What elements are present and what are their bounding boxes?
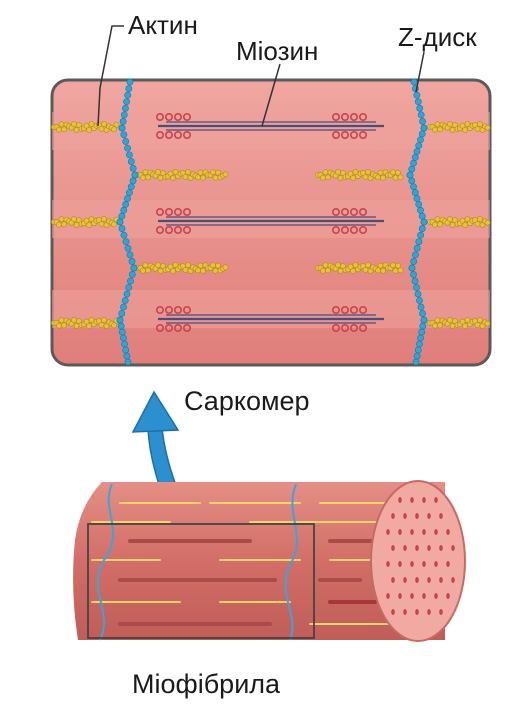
cross-section-dot xyxy=(398,497,402,503)
zdisk-leader xyxy=(415,51,425,93)
actin-filaments xyxy=(51,121,491,329)
z-disks xyxy=(116,78,428,366)
cross-section-dot xyxy=(439,577,443,583)
cross-section-dot xyxy=(403,577,407,583)
cross-section-dot xyxy=(451,545,455,551)
cross-section-dot xyxy=(415,609,419,615)
cross-section-dot xyxy=(391,545,395,551)
cross-section-dot xyxy=(434,497,438,503)
cross-section-dot xyxy=(422,593,426,599)
actin-filament xyxy=(51,121,120,133)
actin-label: Актин xyxy=(128,10,198,40)
cross-section-dot xyxy=(410,497,414,503)
cross-section-dot xyxy=(386,561,390,567)
cross-section-dot xyxy=(446,529,450,535)
actin-filament xyxy=(135,262,229,274)
cross-section-dot xyxy=(410,593,414,599)
cross-section-dot xyxy=(415,545,419,551)
fibril-stripes xyxy=(91,502,402,626)
myofibril xyxy=(73,480,466,642)
actin-filament xyxy=(51,216,120,228)
cross-section-dot xyxy=(422,497,426,503)
actin-leader xyxy=(97,25,124,127)
cross-section-dot xyxy=(446,561,450,567)
z-disk xyxy=(116,78,139,366)
myosin-label: Міозин xyxy=(236,36,319,66)
cross-section-dot xyxy=(422,561,426,567)
cross-section-dot xyxy=(403,609,407,615)
leader-lines xyxy=(97,25,425,127)
myofibril-cross-section xyxy=(370,480,466,642)
cross-section-dot xyxy=(439,609,443,615)
z-disk xyxy=(406,78,428,366)
cross-section-dot xyxy=(439,513,443,519)
cross-section-dot xyxy=(391,513,395,519)
cross-section-dot xyxy=(398,561,402,567)
myofibril-label: Міофібрила xyxy=(132,669,281,699)
cross-section-dot xyxy=(427,577,431,583)
myosin-filament xyxy=(156,113,384,140)
fibril-z-line xyxy=(96,483,115,641)
fibril-z-line xyxy=(284,483,298,641)
cross-section-dot xyxy=(451,577,455,583)
cross-section-dot xyxy=(427,513,431,519)
myosin-filaments xyxy=(156,113,384,332)
cross-section-dot xyxy=(398,529,402,535)
actin-filament xyxy=(135,169,229,181)
cross-section-dot xyxy=(410,529,414,535)
cross-section-dot xyxy=(427,545,431,551)
actin-filament xyxy=(427,317,491,329)
cross-section-dot xyxy=(422,529,426,535)
cross-section-dot xyxy=(391,609,395,615)
actin-filament xyxy=(315,262,404,274)
myosin-filament xyxy=(156,208,384,235)
cross-section-dot xyxy=(415,513,419,519)
cross-section-dot xyxy=(391,577,395,583)
cross-section-dot xyxy=(415,577,419,583)
sarcomere-panel xyxy=(50,78,492,367)
sarcomere-selection-box xyxy=(87,523,315,639)
cross-section-dot xyxy=(434,561,438,567)
cross-section-dot xyxy=(386,593,390,599)
cross-section-dot xyxy=(439,545,443,551)
z-disk-label: Z-диск xyxy=(398,22,477,52)
actin-filament xyxy=(427,121,491,133)
cross-section-dot xyxy=(427,609,431,615)
sarcomere-label: Саркомер xyxy=(184,386,310,416)
myosin-filament xyxy=(156,305,384,332)
myosin-leader xyxy=(261,63,281,127)
cross-section-dots xyxy=(386,497,455,615)
actin-filament xyxy=(427,216,491,228)
cross-section-dot xyxy=(398,593,402,599)
fibril-z-lines xyxy=(96,483,298,641)
cross-section-dot xyxy=(403,513,407,519)
actin-filament xyxy=(51,317,120,329)
cross-section-dot xyxy=(434,593,438,599)
actin-filament xyxy=(315,169,404,181)
cross-section-dot xyxy=(446,593,450,599)
cross-section-dot xyxy=(410,561,414,567)
cross-section-dot xyxy=(403,545,407,551)
cross-section-dot xyxy=(386,529,390,535)
cross-section-dot xyxy=(434,529,438,535)
